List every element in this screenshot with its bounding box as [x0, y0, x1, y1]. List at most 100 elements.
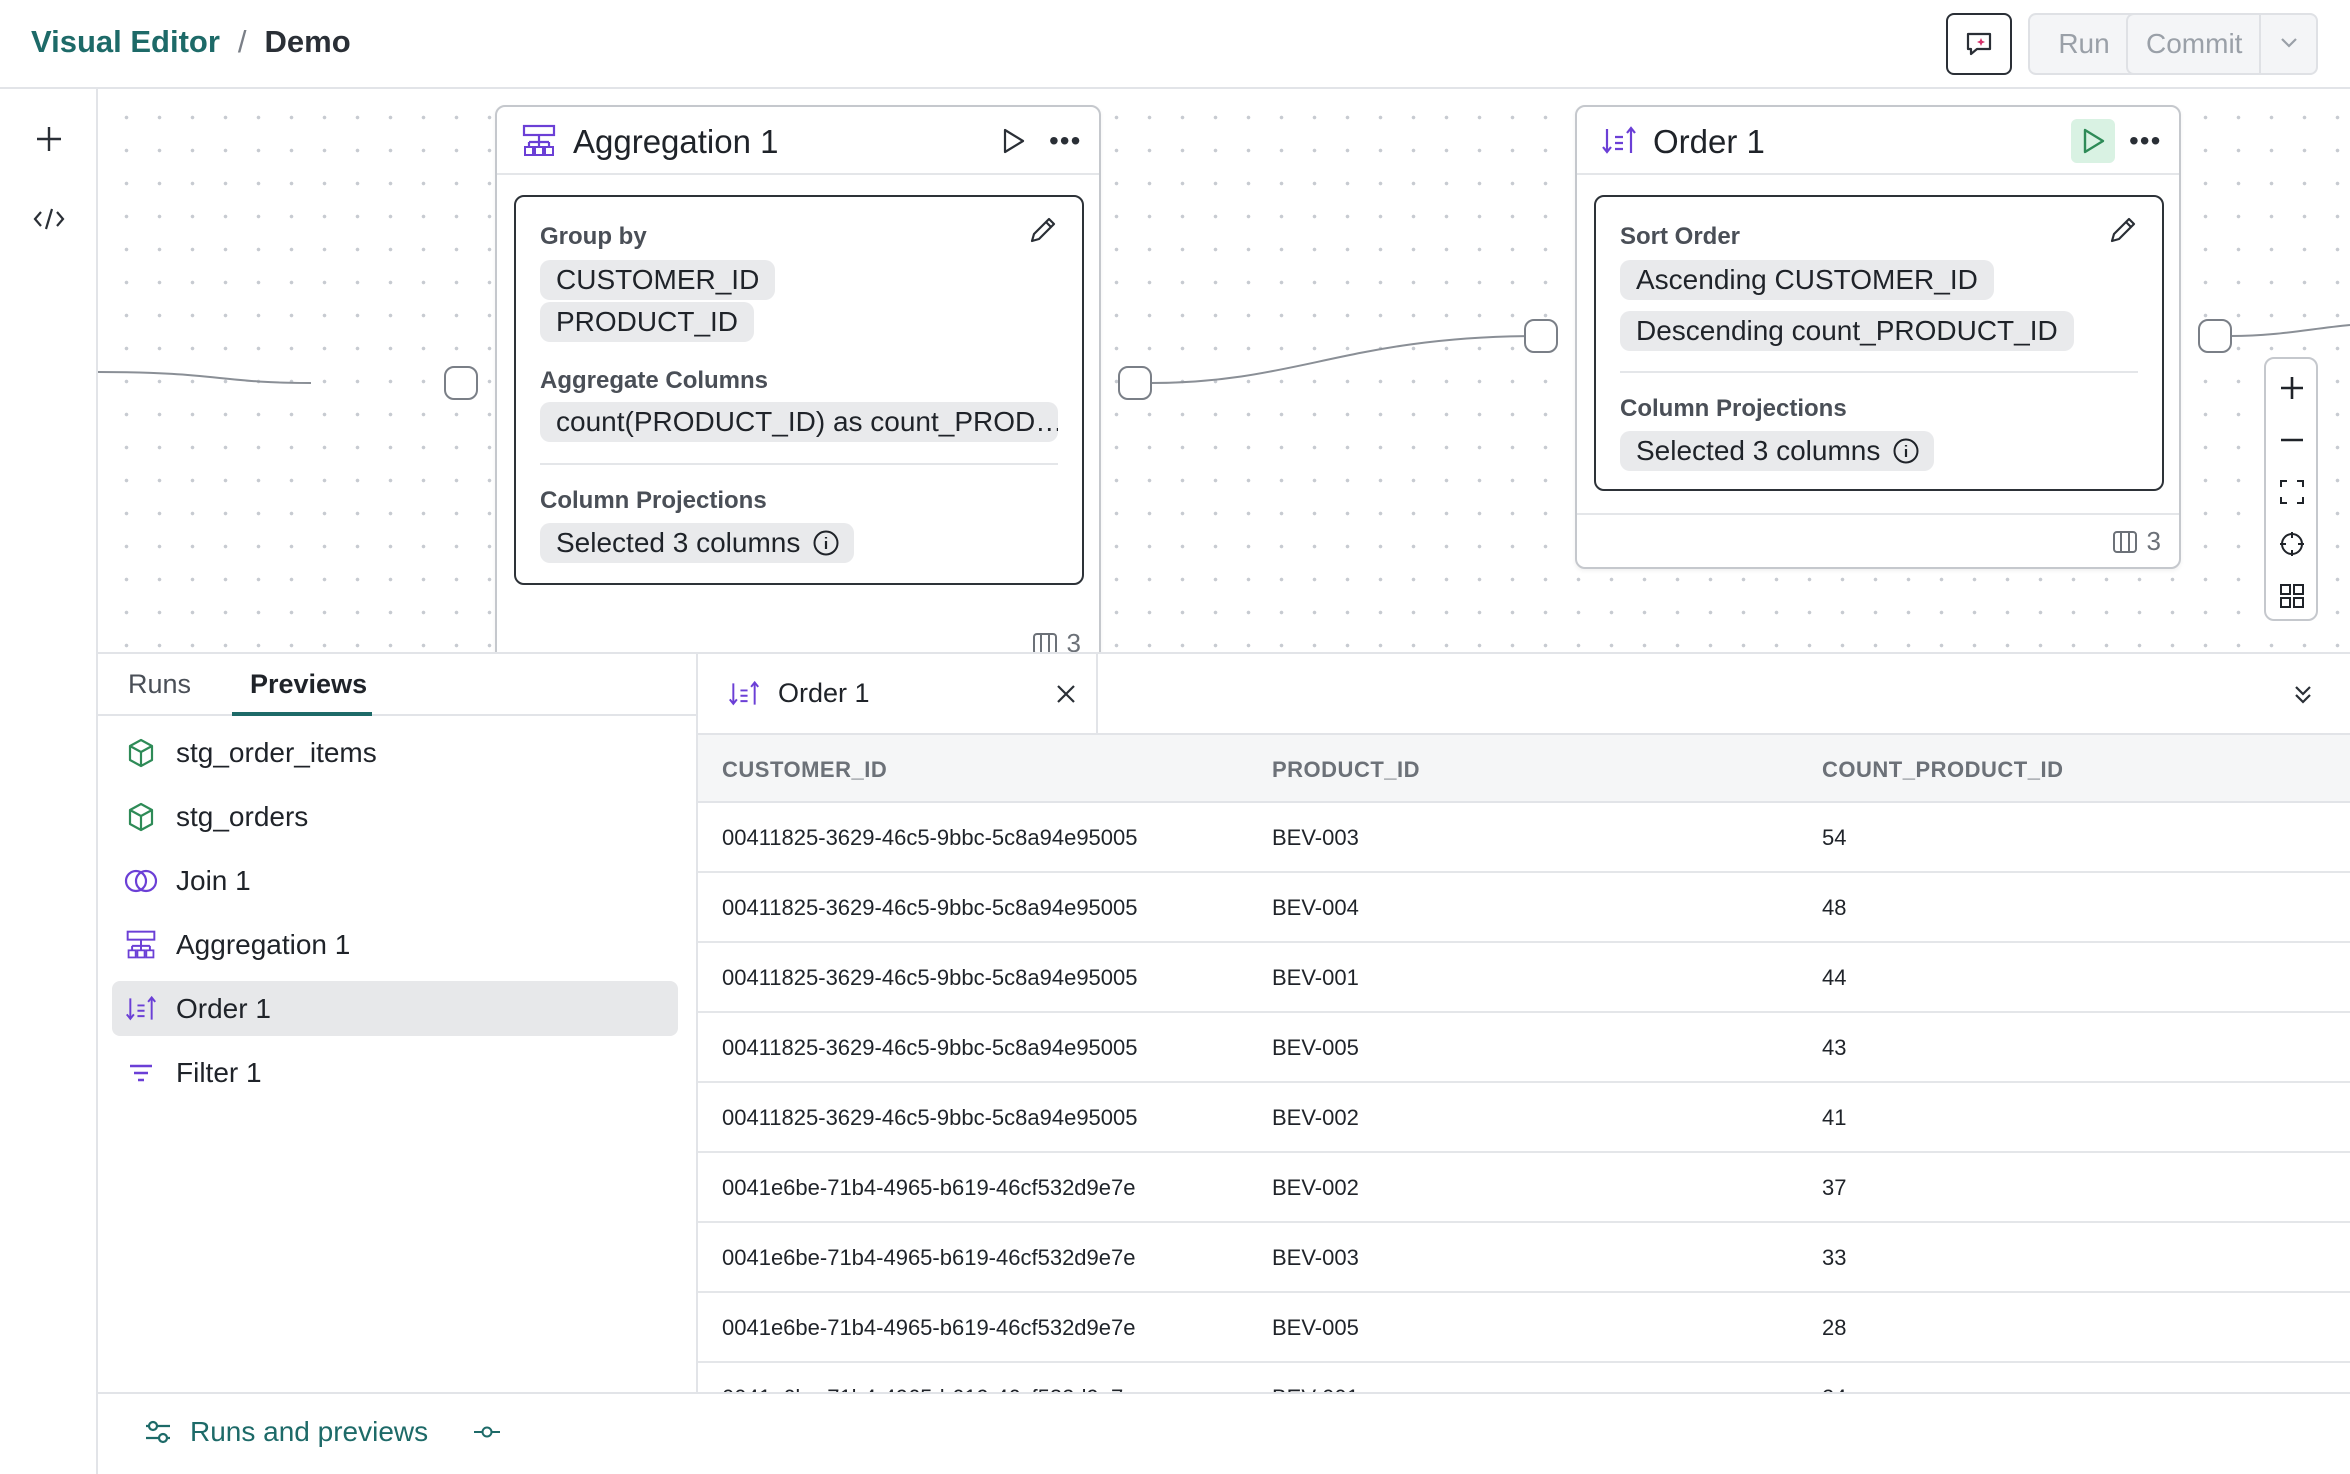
breadcrumb-root[interactable]: Visual Editor [31, 24, 220, 59]
table-row[interactable]: 0041e6be-71b4-4965-b619-46cf532d9e7e BEV-… [698, 1363, 2350, 1394]
add-node-button[interactable] [25, 115, 73, 163]
sliders-icon [146, 1420, 170, 1444]
play-icon [2083, 128, 2105, 154]
aggregate-columns-label: Aggregate Columns [540, 367, 769, 394]
group-by-column-pill: PRODUCT_ID [540, 302, 755, 342]
code-view-button[interactable] [25, 195, 73, 243]
zoom-in-button[interactable] [2275, 371, 2309, 405]
output-port[interactable] [1118, 366, 1152, 400]
preview-tab-order-1[interactable]: Order 1 [698, 654, 1098, 735]
table-cell: 24 [1822, 1385, 1846, 1394]
close-icon[interactable] [1054, 682, 1078, 706]
table-cell: BEV-002 [1272, 1105, 1359, 1130]
table-cell: BEV-003 [1272, 1245, 1359, 1270]
table-cell: 0041e6be-71b4-4965-b619-46cf532d9e7e [722, 1385, 1135, 1394]
group-by-label: Group by [540, 223, 647, 250]
table-header: CUSTOMER_ID PRODUCT_ID COUNT_PRODUCT_ID [698, 735, 2350, 803]
node-footer-divider [1577, 513, 2179, 515]
run-node-button[interactable] [991, 119, 1035, 163]
table-cell: 43 [1822, 1035, 1847, 1060]
center-view-button[interactable] [2275, 527, 2309, 561]
input-port[interactable] [1524, 319, 1558, 353]
sort-icon [1602, 126, 1636, 154]
list-item-stg-orders[interactable]: stg_orders [112, 789, 678, 844]
table-cell: BEV-003 [1272, 825, 1359, 850]
crosshair-icon [2280, 532, 2304, 556]
input-port[interactable] [444, 366, 478, 400]
node-config[interactable]: Sort Order Ascending CUSTOMER_ID Descend… [1594, 195, 2164, 491]
column-header[interactable]: PRODUCT_ID [1272, 757, 1421, 782]
more-options-icon[interactable]: ••• [1049, 125, 1082, 156]
model-cube-icon [128, 802, 154, 831]
run-button[interactable]: Run [2028, 13, 2140, 75]
list-item-label: stg_order_items [176, 736, 377, 768]
list-item-stg-order-items[interactable]: stg_order_items [112, 725, 678, 780]
table-cell: 48 [1822, 895, 1847, 920]
edit-pencil-icon[interactable] [2106, 213, 2140, 247]
panel-tabs: Runs Previews [98, 654, 698, 716]
list-item-join-1[interactable]: Join 1 [112, 853, 678, 908]
order-node[interactable]: Order 1 ••• Sort Order Ascending CUSTOME… [1575, 105, 2181, 569]
info-icon[interactable] [1892, 437, 1920, 465]
list-item-label: Join 1 [176, 864, 251, 896]
sort-pill: Descending count_PRODUCT_ID [1620, 311, 2074, 351]
previews-sidebar: Runs Previews stg_order_items stg_orders… [98, 654, 698, 1394]
list-item-aggregation-1[interactable]: Aggregation 1 [112, 917, 678, 972]
zoom-out-button[interactable] [2275, 423, 2309, 457]
column-count: 3 [2111, 526, 2161, 557]
table-cell: 00411825-3629-46c5-9bbc-5c8a94e95005 [722, 1105, 1138, 1130]
flow-canvas[interactable]: Aggregation 1 ••• Group by CUSTOMER_ID P… [98, 89, 2350, 652]
tab-previews[interactable]: Previews [250, 669, 368, 699]
commit-divider [2259, 15, 2261, 73]
list-item-order-1[interactable]: Order 1 [112, 981, 678, 1036]
runs-previews-label: Runs and previews [190, 1416, 429, 1447]
list-item-filter-1[interactable]: Filter 1 [112, 1045, 678, 1100]
node-title: Order 1 [1653, 123, 1765, 160]
run-node-button[interactable] [2071, 119, 2115, 163]
column-header[interactable]: COUNT_PRODUCT_ID [1822, 757, 2064, 782]
table-cell: BEV-001 [1272, 1385, 1359, 1394]
collapse-panel-icon[interactable] [2288, 680, 2318, 710]
runs-previews-panel: Runs Previews stg_order_items stg_orders… [98, 652, 2350, 1394]
aggregation-icon [522, 124, 556, 156]
columns-icon [2112, 530, 2137, 553]
runs-previews-toggle[interactable]: Runs and previews [142, 1416, 502, 1448]
aggregation-node[interactable]: Aggregation 1 ••• Group by CUSTOMER_ID P… [495, 105, 1101, 652]
column-header[interactable]: CUSTOMER_ID [722, 757, 888, 782]
more-options-icon[interactable]: ••• [2129, 125, 2162, 156]
breadcrumb: Visual Editor / Demo [31, 24, 351, 60]
sort-order-label: Sort Order [1620, 223, 1741, 250]
commit-label: Commit [2146, 28, 2243, 59]
table-cell: BEV-002 [1272, 1175, 1359, 1200]
breadcrumb-separator: / [237, 24, 247, 59]
play-icon [1003, 128, 1025, 154]
output-port[interactable] [2198, 319, 2232, 353]
info-icon[interactable] [812, 529, 840, 557]
commit-button[interactable]: Commit [2126, 13, 2318, 75]
table-cell: 54 [1822, 825, 1847, 850]
table-row[interactable]: 00411825-3629-46c5-9bbc-5c8a94e95005 BEV-… [698, 1083, 2350, 1153]
column-count-value: 3 [1066, 628, 1081, 652]
tab-runs[interactable]: Runs [128, 669, 192, 699]
divider [540, 463, 1058, 465]
chevron-down-icon[interactable] [2276, 29, 2302, 55]
table-cell: 00411825-3629-46c5-9bbc-5c8a94e95005 [722, 895, 1138, 920]
columns-icon [1032, 632, 1057, 652]
node-config[interactable]: Group by CUSTOMER_ID PRODUCT_ID Aggregat… [514, 195, 1084, 585]
list-item-label: stg_orders [176, 800, 309, 832]
assistant-button[interactable] [1946, 13, 2012, 75]
column-count-value: 3 [2146, 526, 2161, 556]
group-by-column-pill: CUSTOMER_ID [540, 260, 776, 300]
preview-table: CUSTOMER_ID PRODUCT_ID COUNT_PRODUCT_ID … [698, 735, 2350, 1394]
fit-view-button[interactable] [2275, 475, 2309, 509]
edit-pencil-icon[interactable] [1026, 213, 1060, 247]
auto-layout-button[interactable] [2275, 579, 2309, 613]
